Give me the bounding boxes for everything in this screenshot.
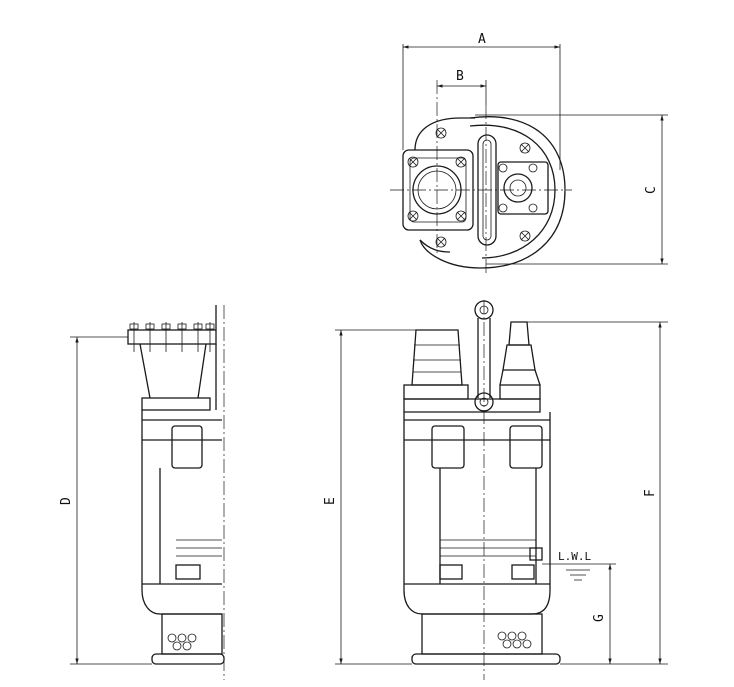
top-view: A B C <box>390 32 668 275</box>
side-view: D <box>59 305 225 680</box>
side-base-holes <box>167 633 197 651</box>
dimension-label-b: B <box>456 69 464 84</box>
low-water-level-label: L.W.L <box>558 550 591 563</box>
flange-bolts <box>407 127 531 248</box>
dimension-label-d: D <box>59 497 74 505</box>
side-flange-bolts <box>129 322 215 352</box>
front-base-holes <box>497 631 532 649</box>
dimension-label-f: F <box>643 489 658 497</box>
front-view: E F L.W.L G <box>323 300 668 680</box>
dimension-label-e: E <box>323 497 338 505</box>
dimension-label-a: A <box>478 32 486 47</box>
dimension-label-g: G <box>592 614 607 622</box>
dimension-label-c: C <box>644 186 659 194</box>
